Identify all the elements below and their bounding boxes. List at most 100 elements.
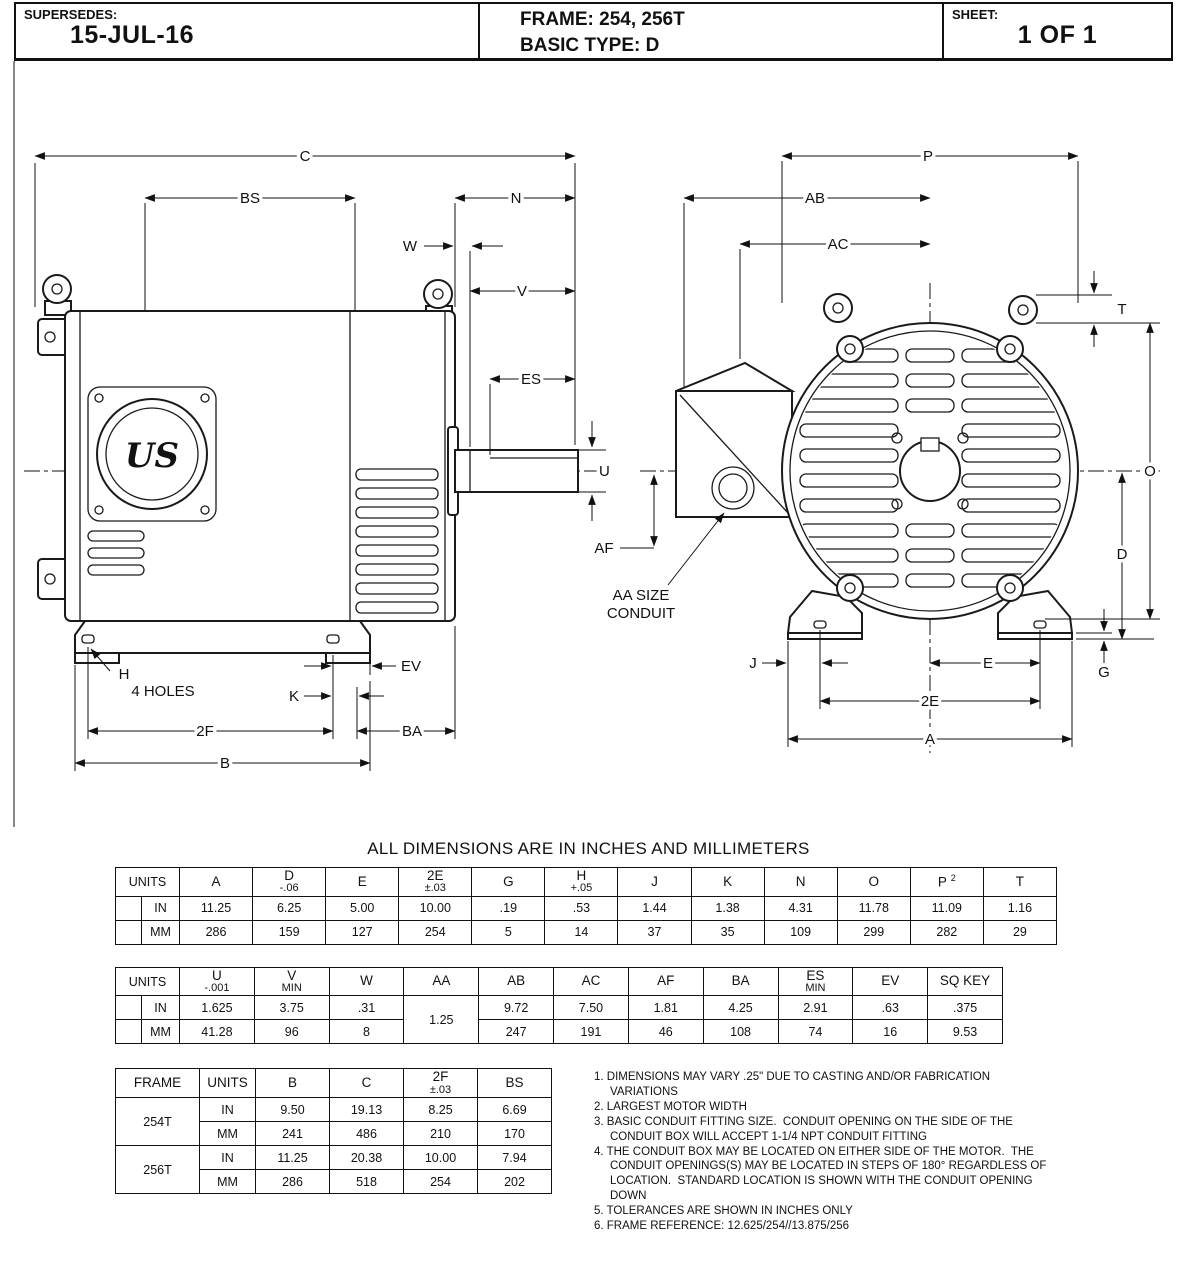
dim-label-e: E <box>983 655 993 672</box>
dim-label-bs: BS <box>240 190 260 207</box>
frame-256t: 256T <box>115 1145 200 1195</box>
col-ev: EV <box>852 966 929 997</box>
col-j: J <box>617 867 692 897</box>
unit-cell: MM <box>141 1019 180 1045</box>
table-row: MM 286 518 254 202 <box>116 1169 552 1195</box>
dim-label-ac: AC <box>828 236 849 253</box>
unit-cell: MM <box>199 1121 256 1147</box>
foot-hole-end-right <box>1033 620 1047 629</box>
dim-label-v: V <box>517 283 527 300</box>
dim-label-w: W <box>403 238 418 255</box>
table-row: 254T IN 9.50 19.13 8.25 6.69 <box>115 1097 552 1147</box>
us-motors-logo: US <box>125 436 179 476</box>
supersedes-date: 15-JUL-16 <box>70 21 194 49</box>
col-2f: 2F±.03 <box>403 1068 478 1099</box>
aa-merged-cell: 1.25 <box>403 995 480 1045</box>
frame-cell: FRAME: 254, 256T BASIC TYPE: D <box>478 4 942 58</box>
foot-hole-left <box>81 634 95 644</box>
frame-line: FRAME: 254, 256T <box>520 9 685 30</box>
keyway <box>920 437 940 452</box>
basic-type-line: BASIC TYPE: D <box>520 34 660 56</box>
col-bs: BS <box>477 1068 552 1099</box>
table-header-row: UNITS A D-.06 E 2E±.03 G H+.05 J K N O P… <box>115 867 1058 897</box>
table-row: MM 286 159 127 254 5 14 37 35 109 299 28… <box>115 919 1058 945</box>
sheet-number: 1 OF 1 <box>1017 21 1098 49</box>
col-k: K <box>690 867 765 897</box>
unit-cell: MM <box>141 919 180 945</box>
dim-label-u: U <box>599 463 610 480</box>
col-sqkey: SQ KEY <box>927 966 1003 997</box>
dim-label-2f: 2F <box>196 723 214 740</box>
table-row: 256T IN 11.25 20.38 10.00 7.94 <box>115 1145 552 1195</box>
units-header: UNITS <box>115 867 180 897</box>
dim-label-j: J <box>749 655 757 672</box>
dim-label-t: T <box>1117 301 1126 318</box>
col-ab: AB <box>478 966 555 997</box>
dim-label-o: O <box>1144 463 1156 480</box>
sheet-label: SHEET: <box>952 7 999 22</box>
dim-label-4holes: 4 HOLES <box>131 683 194 700</box>
col-w: W <box>328 966 405 997</box>
unit-cell: IN <box>141 895 180 921</box>
units-header: UNITS <box>199 1068 256 1099</box>
dim-label-k: K <box>289 688 299 705</box>
unit-cell: IN <box>141 995 180 1021</box>
col-2e: 2E±.03 <box>398 867 473 897</box>
foot-hole-right <box>326 634 340 644</box>
col-e: E <box>325 867 400 897</box>
lifting-eye-right <box>1008 295 1038 325</box>
motor-side-view: US <box>37 274 579 664</box>
note-5: 5. TOLERANCES ARE SHOWN IN INCHES ONLY <box>594 1204 853 1217</box>
conduit-opening <box>711 466 755 510</box>
col-aa: AA <box>403 966 480 997</box>
col-p: P 2 <box>909 867 984 897</box>
col-t: T <box>982 867 1058 897</box>
dim-label-2e: 2E <box>921 693 939 710</box>
table-header-row: FRAME UNITS B C 2F±.03 BS <box>115 1068 552 1099</box>
dim-label-b: B <box>220 755 230 772</box>
dim-label-ev: EV <box>401 658 421 675</box>
frame-254t: 254T <box>115 1097 200 1147</box>
frame-dimensions-table: FRAME UNITS B C 2F±.03 BS 254T IN 9.50 1… <box>115 1068 552 1195</box>
end-view-dimension-lines <box>620 152 1160 747</box>
note-4: 4. THE CONDUIT BOX MAY BE LOCATED ON EIT… <box>594 1145 1050 1203</box>
col-h: H+.05 <box>544 867 619 897</box>
dim-label-d: D <box>1117 546 1128 563</box>
dim-label-a: A <box>925 731 935 748</box>
col-o: O <box>836 867 911 897</box>
supersedes-cell: SUPERSEDES: 15-JUL-16 <box>16 4 478 58</box>
aa-conduit-label-line1: AA SIZE <box>613 587 670 604</box>
cooling-fins-side <box>87 468 439 614</box>
note-2: 2. LARGEST MOTOR WIDTH <box>594 1101 747 1114</box>
dim-label-es: ES <box>521 371 541 388</box>
dim-label-af: AF <box>594 540 613 557</box>
shaft <box>454 449 579 493</box>
supersedes-label: SUPERSEDES: <box>24 7 118 22</box>
dim-label-ab: AB <box>805 190 825 207</box>
units-header: UNITS <box>115 966 180 997</box>
aa-conduit-label-line2: CONDUIT <box>607 605 675 622</box>
dim-label-n: N <box>511 190 522 207</box>
mounting-base <box>74 620 371 654</box>
foot-hole-end-left <box>813 620 827 629</box>
lifting-eye-left <box>823 293 853 323</box>
note-1: 1. DIMENSIONS MAY VARY .25" DUE TO CASTI… <box>594 1071 994 1099</box>
technical-drawing: US <box>13 61 1162 827</box>
col-g: G <box>471 867 546 897</box>
col-af: AF <box>627 966 704 997</box>
dim-label-h: H <box>119 666 130 683</box>
col-ba: BA <box>702 966 779 997</box>
dimension-labels: C BS N W V ES U H 4 HOLES EV K 2F BA B P… <box>115 145 1159 776</box>
dim-label-p: P <box>923 148 933 165</box>
unit-cell: MM <box>199 1169 256 1195</box>
dim-label-c: C <box>300 148 311 165</box>
table-row: IN 1.625 3.75 .31 1.25 9.72 7.50 1.81 4.… <box>115 995 1003 1045</box>
col-ac: AC <box>553 966 629 997</box>
main-dimensions-table: UNITS A D-.06 E 2E±.03 G H+.05 J K N O P… <box>115 867 1058 945</box>
unit-cell: IN <box>199 1145 256 1171</box>
col-n: N <box>763 867 838 897</box>
